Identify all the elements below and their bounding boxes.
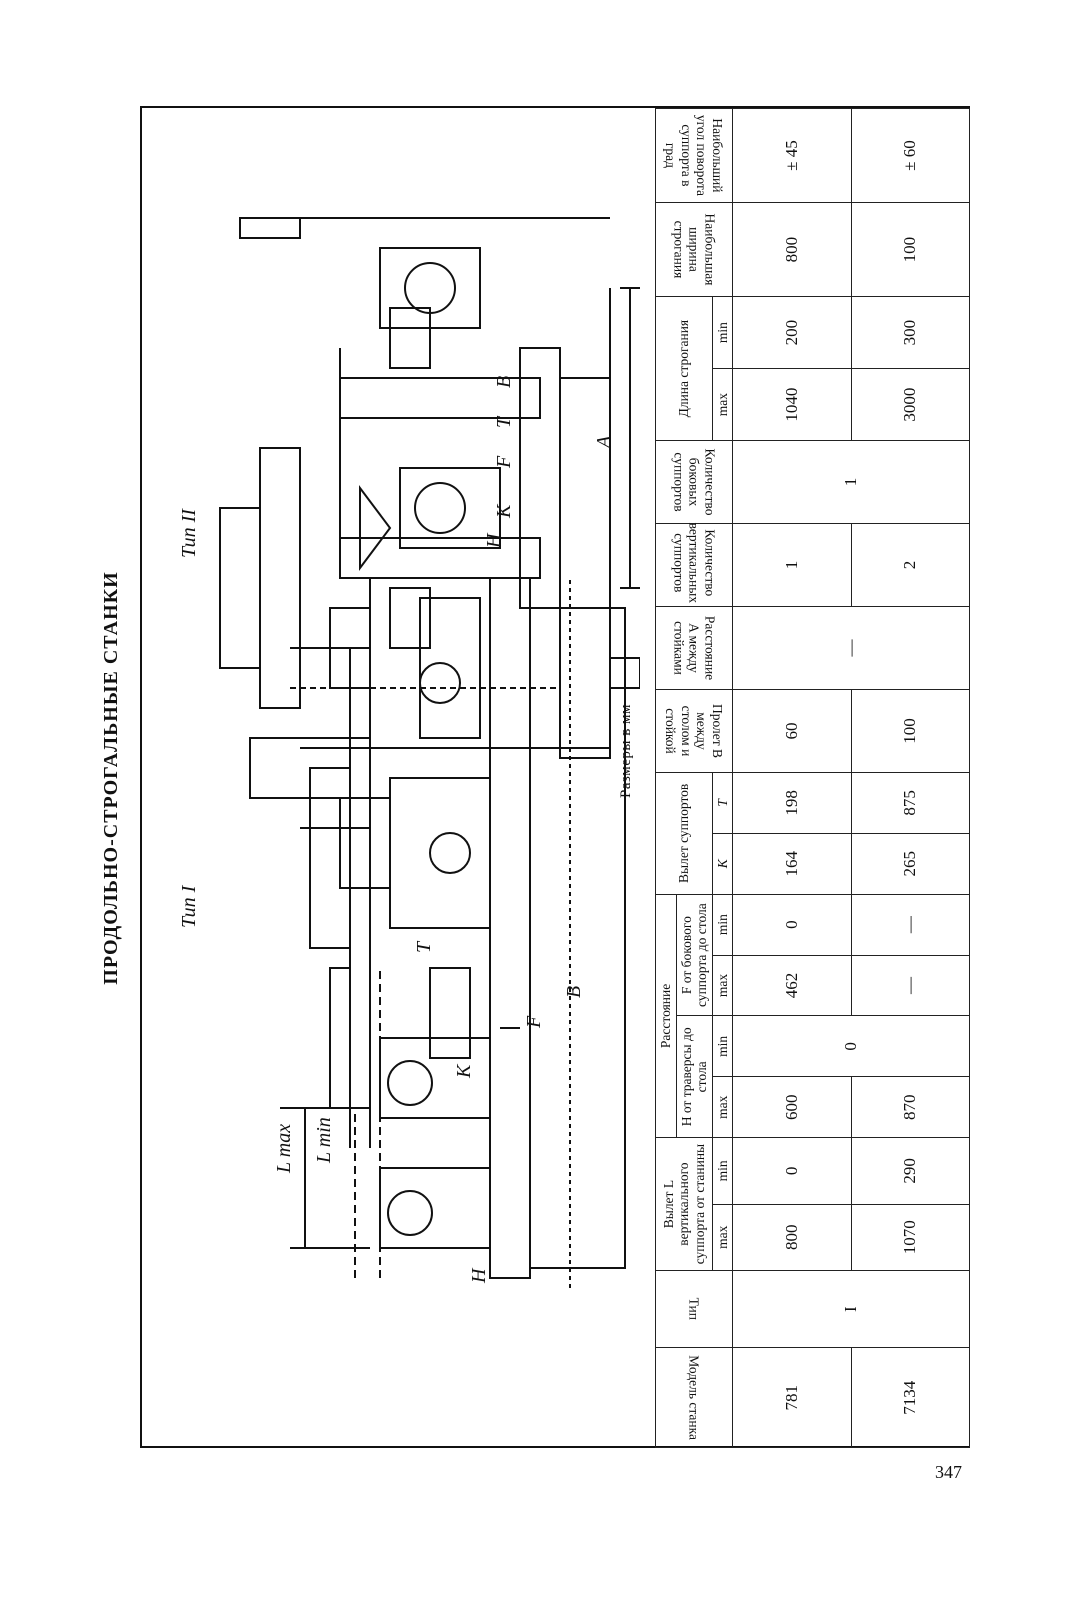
cell-f-max: 462 bbox=[732, 955, 852, 1016]
page-number: 347 bbox=[935, 1462, 962, 1482]
header-t: T bbox=[712, 772, 733, 834]
header-vert-supp: Количество вертикальных суппортов bbox=[655, 523, 733, 607]
sizes-note: Размеры в мм bbox=[618, 703, 634, 798]
page-title: ПРОДОЛЬНО-СТРОГАЛЬНЫЕ СТАНКИ bbox=[100, 571, 122, 985]
cell-t: 198 bbox=[732, 772, 852, 834]
header-shirina: Наибольшая ширина строгания bbox=[655, 202, 733, 297]
header-dlina: Длина строгания bbox=[655, 296, 713, 441]
cell-len-min: 300 bbox=[851, 296, 970, 369]
letter-lmin: L min bbox=[313, 1117, 335, 1164]
cell-len-max: 1040 bbox=[732, 368, 852, 441]
header-h-group: H от траверсы до стола bbox=[676, 1015, 713, 1138]
cell-f-min: — bbox=[851, 894, 970, 956]
letter-t-2: T bbox=[493, 415, 515, 428]
cell-t: 875 bbox=[851, 772, 970, 834]
type1-label: Тип I bbox=[178, 884, 200, 928]
cell-type: I bbox=[732, 1270, 970, 1348]
cell-bok: 1 bbox=[732, 440, 970, 524]
table-row: 7134 1070 290 870 — — 265 875 100 2 3000… bbox=[851, 108, 970, 1448]
type2-label: Тип II bbox=[178, 508, 200, 558]
header-model: Модель станка bbox=[655, 1347, 733, 1448]
header-rasstoyanie: Расстояние bbox=[655, 894, 677, 1138]
cell-a: — bbox=[732, 606, 970, 690]
cell-model: 781 bbox=[732, 1347, 852, 1448]
cell-h-max: 600 bbox=[732, 1076, 852, 1138]
cell-l-min: 290 bbox=[851, 1137, 970, 1205]
cell-k: 164 bbox=[732, 833, 852, 895]
header-h-max: max bbox=[712, 1076, 733, 1138]
letter-k-1: K bbox=[453, 1063, 475, 1079]
spec-table: Модель станка Тип Вылет L вертикального … bbox=[655, 108, 970, 1448]
header-vylet-l: Вылет L вертикального суппорта от станин… bbox=[655, 1137, 713, 1271]
header-rasst-a: Расстояние A между стойками bbox=[655, 606, 733, 690]
header-len-min: min bbox=[712, 296, 733, 369]
cell-l-min: 0 bbox=[732, 1137, 852, 1205]
header-prolet: Пролет B между столом и стойкой bbox=[655, 689, 733, 773]
cell-vert: 2 bbox=[851, 523, 970, 607]
header-bok-supp: Количество боковых суппортов bbox=[655, 440, 733, 524]
cell-model: 7134 bbox=[851, 1347, 970, 1448]
header-type: Тип bbox=[655, 1270, 733, 1348]
header-f-group: F от бокового суппорта до стола bbox=[676, 894, 713, 1016]
cell-f-min: 0 bbox=[732, 894, 852, 956]
letter-k-2: K bbox=[493, 503, 515, 519]
letter-lmax: L max bbox=[273, 1124, 295, 1174]
header-f-min: min bbox=[712, 894, 733, 956]
cell-h-min: 0 bbox=[732, 1015, 970, 1077]
rotated-page: ПРОДОЛЬНО-СТРОГАЛЬНЫЕ СТАНКИ bbox=[100, 106, 970, 1448]
header-h-min: min bbox=[712, 1015, 733, 1077]
cell-vert: 1 bbox=[732, 523, 852, 607]
letter-f-2: F bbox=[493, 455, 515, 469]
cell-len-max: 3000 bbox=[851, 368, 970, 441]
cell-angle: ± 60 bbox=[851, 108, 970, 203]
cell-len-min: 200 bbox=[732, 296, 852, 369]
letter-h-2: H bbox=[483, 532, 505, 549]
type2-drawing bbox=[219, 217, 640, 759]
header-vylet-supp: Вылет суппортов bbox=[655, 772, 713, 895]
machine-drawings: Тип I Тип II L max L min H K T F B H K F… bbox=[178, 217, 640, 1288]
header-ugol: Наибольший угол поворота суппорта в град bbox=[655, 108, 733, 203]
cell-width: 800 bbox=[732, 202, 852, 297]
table-row: 781 I 800 0 600 0 462 0 164 198 60 — 1 1… bbox=[732, 108, 970, 1448]
cell-angle: ± 45 bbox=[732, 108, 852, 203]
letter-f-1: F bbox=[523, 1015, 545, 1029]
letter-b-1: B bbox=[563, 986, 585, 998]
cell-width: 100 bbox=[851, 202, 970, 297]
cell-h-max: 870 bbox=[851, 1076, 970, 1138]
header-len-max: max bbox=[712, 368, 733, 441]
letter-b-2: B bbox=[493, 376, 515, 388]
header-f-max: max bbox=[712, 955, 733, 1016]
header-l-max: max bbox=[712, 1204, 733, 1271]
letter-a: A bbox=[593, 435, 615, 450]
letter-h-1: H bbox=[468, 1267, 490, 1284]
type1-drawing bbox=[249, 577, 626, 1288]
header-k: K bbox=[712, 833, 733, 895]
header-l-min: min bbox=[712, 1137, 733, 1205]
cell-l-max: 1070 bbox=[851, 1204, 970, 1271]
cell-l-max: 800 bbox=[732, 1204, 852, 1271]
cell-b: 60 bbox=[732, 689, 852, 773]
cell-f-max: — bbox=[851, 955, 970, 1016]
letter-t-1: T bbox=[413, 940, 435, 953]
cell-k: 265 bbox=[851, 833, 970, 895]
cell-b: 100 bbox=[851, 689, 970, 773]
